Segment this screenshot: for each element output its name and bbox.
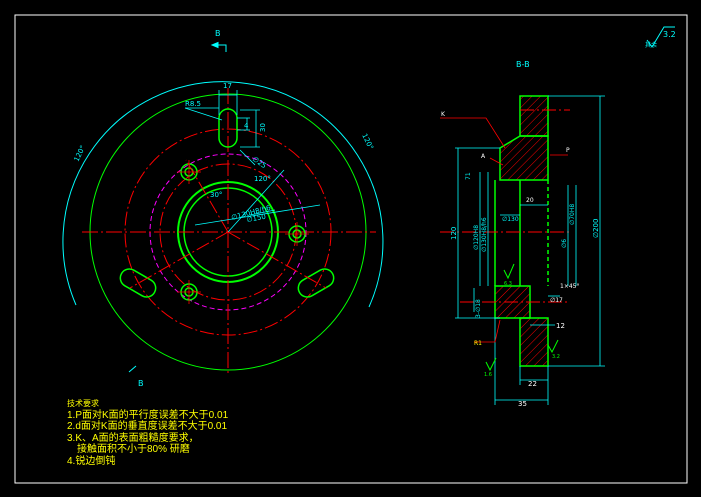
dim-angle-right: 120° (360, 132, 375, 151)
dim-17: ∅17 (550, 297, 563, 304)
dim-71: 71 (465, 172, 472, 180)
roughness-3: 1.6 (484, 372, 492, 378)
section-arrow-bottom: B (128, 365, 144, 388)
technical-notes: 技术要求 1.P面对K面的平行度误差不大于0.01 2.d面对K面的垂直度误差不… (67, 398, 228, 467)
label-k: K (441, 111, 446, 118)
dim-left-1: ∅120H8 (473, 225, 480, 250)
notes-item-4: 接触面积不小于80% 研磨 (77, 444, 190, 455)
label-p: P (566, 147, 570, 154)
section-body (494, 95, 549, 367)
dim-left-small: 3-∅18 (475, 299, 482, 318)
corner-roughness-value: 3.2 (663, 30, 676, 39)
dim-dia-150: ∅150 (246, 213, 267, 224)
radial-lines (129, 159, 327, 289)
notes-item-3: 3.K、A面的表面粗糙度要求， (67, 432, 199, 444)
corner-roughness-symbol: 3.2 其余 (645, 26, 676, 49)
dim-outer-dia: ∅200 (592, 219, 600, 238)
section-label-top: B (215, 29, 221, 38)
roughness-1: 6.3 (504, 281, 512, 287)
outer-dimension-arc (62, 81, 384, 308)
notes-item-5: 4.锐边倒钝 (67, 455, 116, 467)
dim-right-1: ∅70H8 (569, 204, 576, 225)
section-arrow-top: B (210, 29, 227, 52)
label-r: R1 (474, 340, 482, 347)
lower-left-slot (119, 268, 157, 298)
dim-chamfer: 1×45° (560, 283, 579, 290)
dim-right-2: ∅6 (561, 239, 568, 248)
dim-mid-1: ∅130 (502, 216, 519, 223)
dim-hole-dia: ∅25 (251, 155, 268, 170)
bolt-hole-centers (177, 160, 309, 304)
dim-left-2: ∅130H8/h6 (481, 217, 488, 252)
corner-roughness-label: 其余 (645, 41, 657, 49)
label-a: A (481, 153, 486, 160)
dim-slot-radius: R8.5 (185, 100, 201, 108)
dim-angle-30: 30° (210, 191, 222, 199)
dim-angle-120: 120° (254, 175, 271, 183)
notes-item-2: 2.d面对K面的垂直度误差不大于0.01 (67, 421, 228, 432)
roughness-2: 3.2 (552, 354, 560, 360)
drawing-frame (14, 14, 688, 484)
dim-12: 12 (556, 322, 565, 330)
front-dimensions (184, 90, 321, 233)
section-roughness-symbols (485, 263, 559, 372)
notes-title: 技术要求 (67, 399, 99, 408)
dim-height-120: 120 (450, 227, 458, 240)
section-label-bottom: B (138, 379, 144, 388)
notes-item-1: 1.P面对K面的平行度误差不大于0.01 (67, 409, 229, 421)
dim-35: 35 (518, 400, 527, 408)
dim-slot-depth: 4 (244, 122, 249, 130)
dim-20: 20 (526, 197, 534, 204)
section-view: B-B (440, 60, 605, 408)
dim-slot-height: 30 (259, 123, 267, 132)
section-dimensions (455, 95, 605, 405)
dim-22: 22 (528, 380, 537, 388)
front-view: B B (62, 29, 384, 388)
dim-slot-width: 17 (223, 82, 232, 90)
section-title: B-B (516, 60, 530, 69)
lower-right-slot (297, 268, 335, 298)
top-slot (218, 108, 238, 148)
section-leaders (440, 117, 568, 343)
